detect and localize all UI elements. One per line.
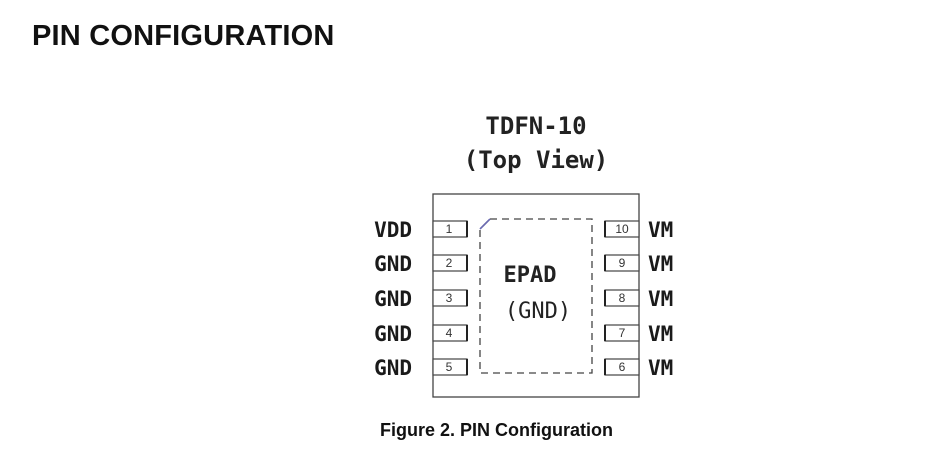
page-heading: PIN CONFIGURATION: [32, 20, 335, 52]
epad-sublabel: (GND): [505, 299, 571, 324]
pin-label: GND: [374, 356, 412, 380]
pin-label: GND: [374, 322, 412, 346]
pin-number: 1: [446, 222, 453, 236]
pin-5: 5 GND: [374, 356, 468, 380]
epad-label: EPAD: [504, 263, 557, 288]
pin-number: 8: [619, 291, 626, 305]
pin-label: VM: [648, 287, 673, 311]
package-view: (Top View): [463, 146, 609, 174]
pin-number: 2: [446, 256, 453, 270]
pin-label: VDD: [374, 218, 412, 242]
pin-number: 5: [446, 360, 453, 374]
pin-7: 7 VM: [604, 322, 673, 346]
pin-number: 6: [619, 360, 626, 374]
pin-label: GND: [374, 252, 412, 276]
pin-8: 8 VM: [604, 287, 673, 311]
pin-number: 9: [619, 256, 626, 270]
pin-label: VM: [648, 218, 673, 242]
pin-2: 2 GND: [374, 252, 468, 276]
pin-label: VM: [648, 322, 673, 346]
pin1-marker: [479, 218, 491, 230]
pin-6: 6 VM: [604, 356, 673, 380]
pin-number: 10: [615, 222, 629, 236]
pin-label: VM: [648, 356, 673, 380]
pin-1: 1 VDD: [374, 218, 468, 242]
pin-4: 4 GND: [374, 322, 468, 346]
pin-number: 3: [446, 291, 453, 305]
pin-label: VM: [648, 252, 673, 276]
pin-9: 9 VM: [604, 252, 673, 276]
package-name: TDFN-10: [485, 112, 587, 140]
pin-number: 4: [446, 326, 453, 340]
pin-10: 10 VM: [604, 218, 673, 242]
figure-caption: Figure 2. PIN Configuration: [380, 420, 613, 440]
pin-3: 3 GND: [374, 287, 468, 311]
pin-label: GND: [374, 287, 412, 311]
epad-outline: [479, 218, 593, 374]
pin-number: 7: [619, 326, 626, 340]
